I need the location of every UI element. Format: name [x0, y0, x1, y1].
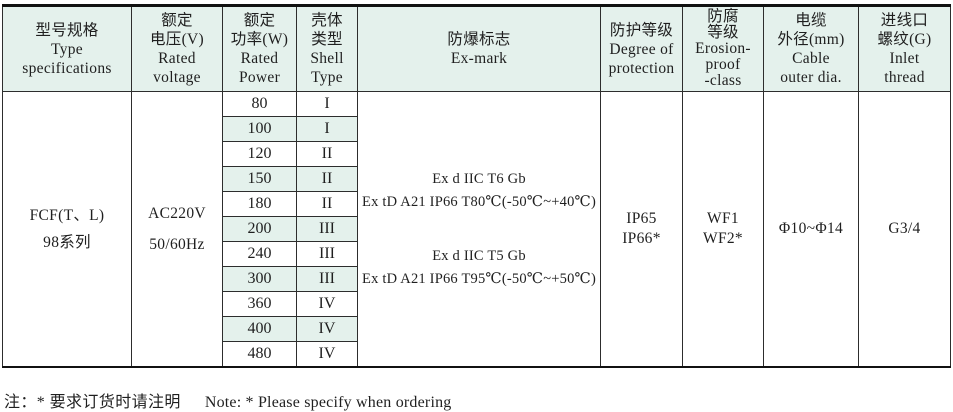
cell-rated-power: 400: [222, 316, 297, 342]
header-cable-outer-dia: 电缆 外径(mm) Cable outer dia.: [763, 5, 859, 92]
table-row: 200 III: [3, 216, 951, 242]
footnote-chinese: 注：* 要求订货时请注明: [4, 394, 181, 411]
cell-shell-type: II: [296, 141, 358, 167]
header-type-specifications: 型号规格 Type specifications: [2, 5, 132, 92]
cell-rated-power: 200: [222, 216, 297, 242]
cell-rated-power: 480: [222, 341, 297, 368]
table-row: 400 IV: [3, 316, 951, 342]
cell-rated-power: 180: [222, 191, 297, 217]
header-shell-type: 壳体 类型 Shell Type: [296, 5, 358, 92]
header-rated-power: 额定 功率(W) Rated Power: [222, 5, 297, 92]
table-row: 480 IV: [3, 341, 951, 368]
table-row: 100 I: [3, 116, 951, 142]
cell-rated-power: 360: [222, 291, 297, 317]
header-rated-voltage: 额定 电压(V) Rated voltage: [131, 5, 223, 92]
table-row: 240 III: [3, 241, 951, 267]
specification-table: 型号规格 Type specifications 额定 电压(V) Rated …: [2, 4, 951, 368]
cell-rated-power: 120: [222, 141, 297, 167]
cell-rated-voltage: AC220V 50/60Hz: [131, 91, 223, 368]
cell-rated-power: 240: [222, 241, 297, 267]
cell-rated-power: 100: [222, 116, 297, 142]
cell-shell-type: II: [296, 191, 358, 217]
table-row: 120 II: [3, 141, 951, 167]
header-inlet-thread: 进线口 螺纹(G) Inlet thread: [858, 5, 951, 92]
table-row: 150 II: [3, 166, 951, 192]
ex-mark-t5-block: Ex d IIC T5 Gb Ex tD A21 IP66 T95℃(-50℃~…: [362, 247, 596, 287]
header-erosion-proof-class: 防腐 等级 Erosion- proof -class: [682, 5, 764, 92]
cell-model-specification: FCF(T、L) 98系列: [2, 91, 132, 368]
table-body: FCF(T、L) 98系列 AC220V 50/60Hz 80 I Ex d I…: [2, 91, 951, 368]
table-row: FCF(T、L) 98系列 AC220V 50/60Hz 80 I Ex d I…: [2, 91, 951, 368]
cell-shell-type: I: [296, 116, 358, 142]
cell-erosion-proof-class: WF1 WF2*: [682, 91, 764, 368]
table-header-row: 型号规格 Type specifications 额定 电压(V) Rated …: [2, 5, 951, 92]
table-row: 300 III: [3, 266, 951, 292]
cell-cable-outer-dia: Φ10~Φ14: [763, 91, 859, 368]
cell-shell-type: IV: [296, 316, 358, 342]
cell-rated-power: 80: [222, 91, 297, 117]
cell-degree-of-protection: IP65 IP66*: [600, 91, 683, 368]
cell-shell-type: IV: [296, 341, 358, 368]
cell-shell-type: IV: [296, 291, 358, 317]
cell-shell-type: III: [296, 266, 358, 292]
table-row: 360 IV: [3, 291, 951, 317]
cell-shell-type: II: [296, 166, 358, 192]
header-ex-mark: 防爆标志 Ex-mark: [357, 5, 601, 92]
cell-ex-mark: Ex d IIC T6 Gb Ex tD A21 IP66 T80℃(-50℃~…: [357, 91, 601, 368]
footnote: 注：* 要求订货时请注明 Note: * Please specify when …: [4, 388, 452, 412]
cell-shell-type: III: [296, 241, 358, 267]
ex-mark-t6-block: Ex d IIC T6 Gb Ex tD A21 IP66 T80℃(-50℃~…: [362, 170, 596, 210]
table-row: 180 II: [3, 191, 951, 217]
cell-shell-type: I: [296, 91, 358, 117]
footnote-english: Note: * Please specify when ordering: [204, 394, 452, 411]
cell-rated-power: 300: [222, 266, 297, 292]
cell-rated-power: 150: [222, 166, 297, 192]
cell-inlet-thread: G3/4: [858, 91, 951, 368]
cell-shell-type: III: [296, 216, 358, 242]
header-degree-of-protection: 防护等级 Degree of protection: [600, 5, 683, 92]
